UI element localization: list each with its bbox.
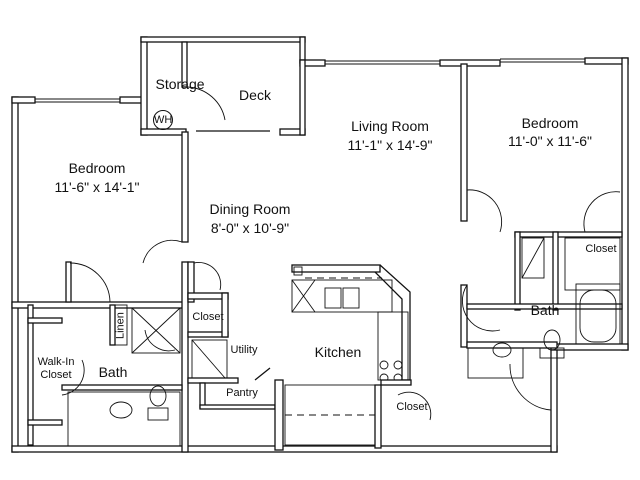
room-label-bedroom-right: Bedroom [521, 115, 579, 131]
room-label-utility: Utility [230, 344, 258, 356]
room-label-closet-center: Closet [192, 311, 224, 323]
room-label-dining-room: Dining Room [209, 201, 291, 217]
room-label-closet-entry: Closet [396, 401, 428, 413]
room-label-linen: Linen [114, 312, 127, 340]
room-label-bath-left: Bath [98, 364, 128, 380]
room-label-pantry: Pantry [226, 387, 258, 399]
room-label-closet-right: Closet [585, 243, 617, 255]
room-label-bath-right: Bath [530, 302, 560, 318]
interior-walls [11, 63, 623, 453]
room-size-dining-room: 8'-0" x 10'-9" [210, 220, 290, 236]
room-size-bedroom-left: 11'-6" x 14'-1" [54, 179, 140, 195]
room-label-deck: Deck [239, 87, 271, 103]
room-size-bedroom-right: 11'-0" x 11'-6" [507, 133, 593, 149]
room-size-living-room: 11'-1" x 14'-9" [347, 137, 433, 153]
room-label-storage: Storage [155, 76, 205, 92]
room-label-kitchen: Kitchen [314, 344, 362, 360]
exterior-walls [11, 36, 629, 453]
room-label-walk-in-closet: Walk-In Closet [37, 356, 75, 382]
room-label-living-room: Living Room [351, 118, 429, 134]
room-label-bedroom-left: Bedroom [68, 160, 126, 176]
water-heater-fixture: WH [153, 110, 173, 130]
